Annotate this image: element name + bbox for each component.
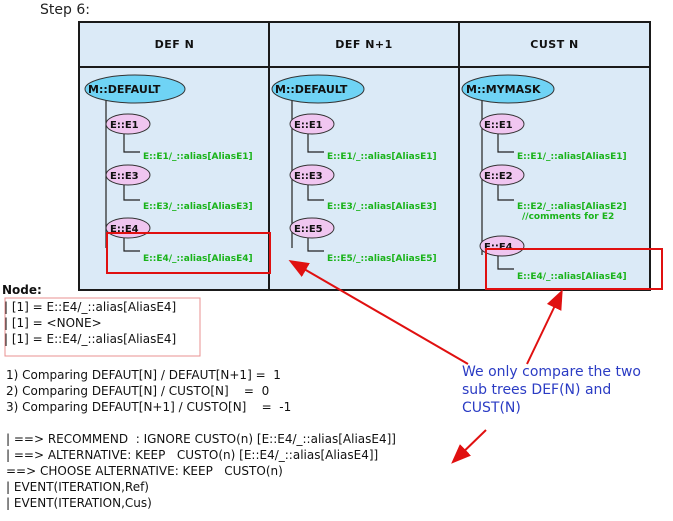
root-node-label: M::DEFAULT [88,83,161,96]
result-line: ==> CHOOSE ALTERNATIVE: KEEP CUSTO(n) [6,464,283,478]
leaf-label: E::E1/_::alias[AliasE1] [143,152,253,162]
leaf-label: E::E4/_::alias[AliasE4] [143,254,253,264]
tree-cust-n: M::MYMASK E::E1 E::E1/_::alias[AliasE1] … [461,74,627,282]
child-node-e1 [105,113,151,135]
comparison-line: 2) Comparing DEFAUT[N] / CUSTO[N] = 0 [6,384,270,398]
child-node-e1 [479,113,525,135]
result-line: | ==> RECOMMEND : IGNORE CUSTO(n) [E::E4… [6,432,396,446]
column-header: DEF N [80,23,269,68]
column-header: DEF N+1 [270,23,458,68]
leaf-label: E::E5/_::alias[AliasE5] [327,254,437,264]
leaf-label: E::E1/_::alias[AliasE1] [327,152,437,162]
root-node-label: M::DEFAULT [275,83,348,96]
child-node-label: E::E4 [110,224,139,235]
child-node-label: E::E5 [294,224,323,235]
leaf-label: E::E1/_::alias[AliasE1] [517,152,627,162]
leaf-label: E::E3/_::alias[AliasE3] [327,202,437,212]
child-node-e5 [289,217,335,239]
child-node-label: E::E4 [484,242,513,253]
column-header: CUST N [460,23,649,68]
child-node-label: E::E3 [110,171,139,182]
child-node-e1 [289,113,335,135]
column-def-n: DEF N M::DEFAULT E::E1 E::E1/_::alias[Al… [80,23,269,289]
leaf-label: E::E4/_::alias[AliasE4] [517,272,627,282]
result-line: | EVENT(ITERATION,Cus) [6,496,152,510]
root-node-label: M::MYMASK [466,83,541,96]
tree-def-n-plus-1: M::DEFAULT E::E1 E::E1/_::alias[AliasE1]… [271,74,437,264]
result-line: | EVENT(ITERATION,Ref) [6,480,149,494]
node-value-line: | [1] = E::E4/_::alias[AliasE4] [4,300,177,314]
step-title: Step 6: [40,2,90,18]
note-line: We only compare the two [462,364,641,380]
comparison-line: 3) Comparing DEFAUT[N+1] / CUSTO[N] = -1 [6,400,292,414]
arrow-to-cust-n [526,289,563,365]
arrow-to-result [451,429,487,464]
result-line: | ==> ALTERNATIVE: KEEP CUSTO(n) [E::E4/… [6,448,379,462]
result-lines: | ==> RECOMMEND : IGNORE CUSTO(n) [E::E4… [6,431,396,511]
root-node [461,74,555,104]
column-cust-n: CUST N M::MYMASK E::E1 E::E1/_::alias[Al… [460,23,649,289]
note-line: CUST(N) [462,400,521,416]
leaf-comment: //comments for E2 [522,212,614,222]
leaf-label: E::E3/_::alias[AliasE3] [143,202,253,212]
root-node [84,74,186,104]
note-line: sub trees DEF(N) and [462,382,612,398]
tree-comparison-panel: DEF N M::DEFAULT E::E1 E::E1/_::alias[Al… [78,21,651,291]
child-node-label: E::E3 [294,171,323,182]
node-value-line: | [1] = <NONE> [4,316,102,330]
root-node [271,74,365,104]
leaf-label: E::E2/_::alias[AliasE2] [517,202,627,212]
comparison-lines: 1) Comparing DEFAUT[N] / DEFAUT[N+1] = 1… [6,367,291,415]
child-node-label: E::E1 [484,120,513,131]
child-node-label: E::E1 [294,120,323,131]
child-node-e2 [479,164,525,186]
column-divider [268,23,270,289]
node-values: | [1] = E::E4/_::alias[AliasE4] | [1] = … [4,299,176,347]
tree-def-n: M::DEFAULT E::E1 E::E1/_::alias[AliasE1]… [84,74,253,264]
column-divider [458,23,460,289]
node-section-title: Node: [2,283,42,297]
child-node-label: E::E1 [110,120,139,131]
comparison-line: 1) Comparing DEFAUT[N] / DEFAUT[N+1] = 1 [6,368,281,382]
column-def-n-plus-1: DEF N+1 M::DEFAULT E::E1 E::E1/_::alias[… [270,23,458,289]
child-node-e3 [289,164,335,186]
child-node-e3 [105,164,151,186]
child-node-label: E::E2 [484,171,513,182]
node-value-line: | [1] = E::E4/_::alias[AliasE4] [4,332,177,346]
annotation-note: We only compare the two sub trees DEF(N)… [462,363,672,417]
